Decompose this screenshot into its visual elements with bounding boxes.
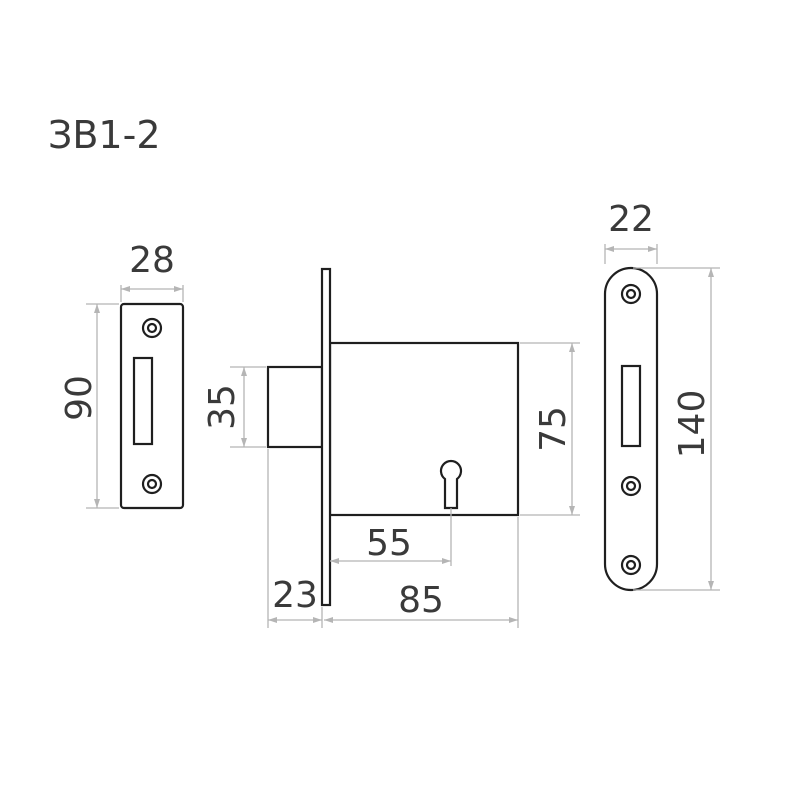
dim-label-body-height: 75 — [533, 406, 574, 452]
dim-label-bolt-height: 35 — [202, 384, 243, 430]
strike-slot — [132, 356, 154, 446]
model-title: ЗВ1-2 — [48, 113, 161, 157]
faceplate-screw-middle — [620, 475, 642, 497]
faceplate-screw-bottom — [620, 554, 642, 576]
dimension-backset — [330, 508, 452, 566]
dimension-body-height — [520, 342, 580, 516]
dimension-faceplate-width — [604, 244, 658, 264]
dim-label-faceplate-width: 22 — [608, 199, 654, 240]
dim-label-strike-width: 28 — [129, 240, 175, 281]
dim-label-strike-height: 90 — [59, 375, 100, 421]
dimension-faceplate-height — [633, 267, 720, 591]
faceplate-edge — [320, 267, 332, 607]
dim-label-bolt-throw: 23 — [272, 575, 318, 616]
dimension-bolt-throw — [267, 449, 323, 628]
dimension-strike-width — [120, 285, 184, 302]
faceplate-slot — [620, 364, 642, 448]
faceplate-screw-top — [620, 283, 642, 305]
dim-label-body-depth: 85 — [398, 580, 444, 621]
keyhole-icon — [439, 459, 463, 510]
dim-label-backset: 55 — [366, 523, 412, 564]
strike-screw-bottom — [141, 473, 163, 495]
faceplate — [603, 266, 659, 592]
dimension-strike-height — [86, 303, 119, 509]
dimension-bolt-height — [230, 366, 266, 448]
lock-body — [266, 267, 520, 607]
lock-case — [328, 341, 520, 517]
strike-screw-top — [141, 317, 163, 339]
bolt — [266, 365, 324, 449]
dim-label-faceplate-height: 140 — [672, 390, 713, 459]
strike-plate — [119, 302, 185, 510]
dimension-body-depth — [324, 517, 519, 628]
